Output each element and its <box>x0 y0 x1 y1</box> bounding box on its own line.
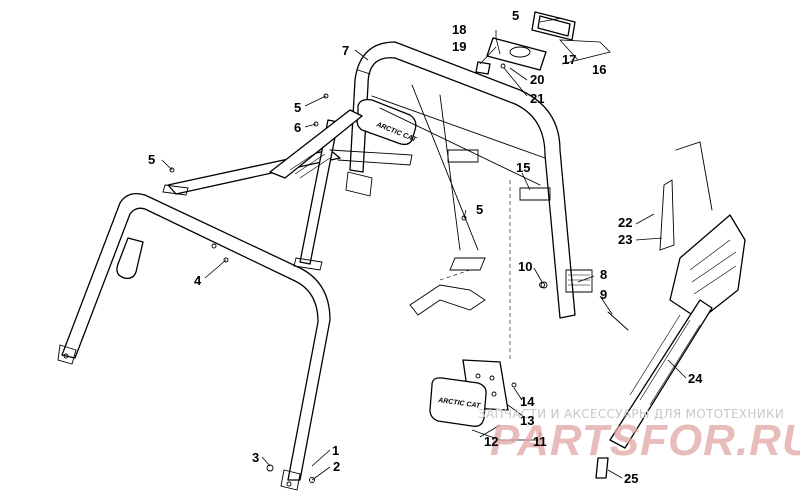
callout-14: 14 <box>520 394 535 409</box>
callout-5: 5 <box>294 100 301 115</box>
callout-13: 13 <box>520 413 534 428</box>
watermark: ЗАПЧАСТИ И АКСЕССУАРЫ ДЛЯ МОТОТЕХНИКИ PA… <box>478 407 800 465</box>
rear-roll-bar: ARCTIC CAT <box>345 41 593 319</box>
rear-panel: ARCTIC CAT <box>429 359 517 427</box>
callout-4: 4 <box>194 273 202 288</box>
cross-brace <box>162 109 413 271</box>
callout-16: 16 <box>592 62 606 77</box>
callout-10: 10 <box>518 259 532 274</box>
callout-21: 21 <box>530 91 544 106</box>
callout-2: 2 <box>333 459 340 474</box>
callout-11: 11 <box>533 434 547 449</box>
fasteners <box>169 93 545 483</box>
leader-lines <box>161 17 687 481</box>
callout-5: 5 <box>512 8 519 23</box>
front-roll-bar <box>57 192 331 491</box>
callout-3: 3 <box>252 450 259 465</box>
callout-6: 6 <box>294 120 301 135</box>
callout-25: 25 <box>624 471 638 486</box>
callout-8: 8 <box>600 267 607 282</box>
side-net <box>595 141 746 479</box>
callout-5: 5 <box>476 202 483 217</box>
watermark-logo: PARTSFOR.RU <box>490 416 800 465</box>
callout-9: 9 <box>600 287 607 302</box>
callout-1: 1 <box>332 443 339 458</box>
callout-7: 7 <box>342 43 349 58</box>
callout-15: 15 <box>516 160 530 175</box>
callout-5: 5 <box>148 152 155 167</box>
light-bar-assembly <box>475 11 576 75</box>
callout-24: 24 <box>688 371 703 386</box>
callout-18: 18 <box>452 22 466 37</box>
callouts: 1 2 3 4 5 5 5 5 6 7 8 9 10 11 12 13 14 1… <box>148 8 703 486</box>
rear-bracket <box>409 269 629 331</box>
callout-12: 12 <box>484 434 498 449</box>
watermark-caption: ЗАПЧАСТИ И АКСЕССУАРЫ ДЛЯ МОТОТЕХНИКИ <box>478 407 784 421</box>
callout-20: 20 <box>530 72 544 87</box>
callout-19: 19 <box>452 39 466 54</box>
callout-17: 17 <box>562 52 576 67</box>
callout-22: 22 <box>618 215 632 230</box>
callout-23: 23 <box>618 232 632 247</box>
